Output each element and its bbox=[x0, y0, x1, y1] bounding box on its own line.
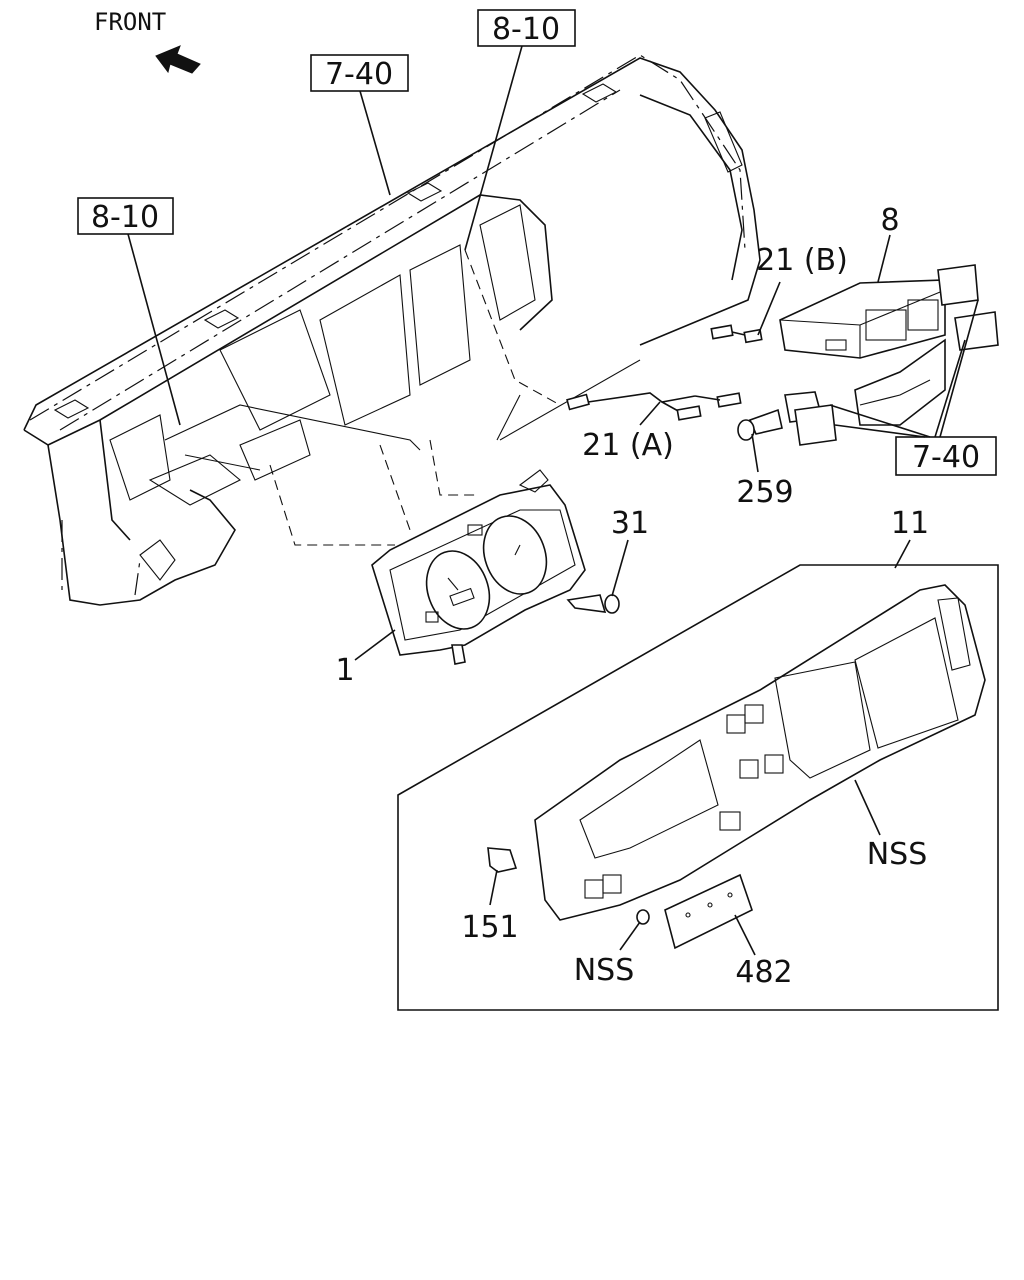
callout-screw-31: 31 bbox=[611, 506, 649, 541]
callout-plate: 482 bbox=[735, 955, 792, 990]
leader-lines bbox=[127, 45, 979, 956]
ref-box-7-40-right: 7-40 bbox=[895, 436, 997, 476]
audio-unit bbox=[779, 279, 946, 426]
svg-text:8-10: 8-10 bbox=[91, 200, 159, 235]
callout-bezel: 11 bbox=[891, 506, 929, 541]
svg-text:8-10: 8-10 bbox=[492, 12, 560, 47]
front-direction-indicator: FRONT bbox=[94, 8, 201, 74]
plate-482 bbox=[636, 873, 753, 950]
ref-box-7-40-top: 7-40 bbox=[310, 54, 409, 92]
callout-cluster: 1 bbox=[335, 653, 354, 688]
svg-text:7-40: 7-40 bbox=[912, 440, 980, 475]
callout-nut-nss: NSS bbox=[574, 953, 635, 988]
callout-radio: 8 bbox=[880, 203, 899, 238]
screw-259 bbox=[737, 408, 783, 441]
bezel-inset-box bbox=[397, 564, 999, 1011]
callout-labels: 8 21 (B) 21 (A) 259 31 11 1 NSS 151 NSS … bbox=[335, 203, 929, 990]
callout-bezel-nss: NSS bbox=[867, 837, 928, 872]
front-label: FRONT bbox=[94, 8, 166, 36]
front-arrow-icon bbox=[155, 45, 201, 74]
callout-clip: 151 bbox=[461, 910, 518, 945]
svg-text:7-40: 7-40 bbox=[325, 57, 393, 92]
callout-harness-a: 21 (A) bbox=[582, 428, 674, 463]
harness-21b bbox=[710, 324, 763, 344]
screw-31 bbox=[566, 594, 620, 614]
ref-box-8-10-left: 8-10 bbox=[77, 197, 174, 235]
callout-screw-259: 259 bbox=[736, 475, 793, 510]
instrument-panel bbox=[23, 54, 761, 606]
harness-21a bbox=[566, 392, 742, 421]
ref-box-8-10-top: 8-10 bbox=[477, 9, 576, 47]
callout-harness-b: 21 (B) bbox=[756, 243, 848, 278]
harness-routing-lines bbox=[164, 249, 641, 546]
instrument-cluster bbox=[371, 469, 586, 665]
clip-151 bbox=[487, 847, 518, 873]
